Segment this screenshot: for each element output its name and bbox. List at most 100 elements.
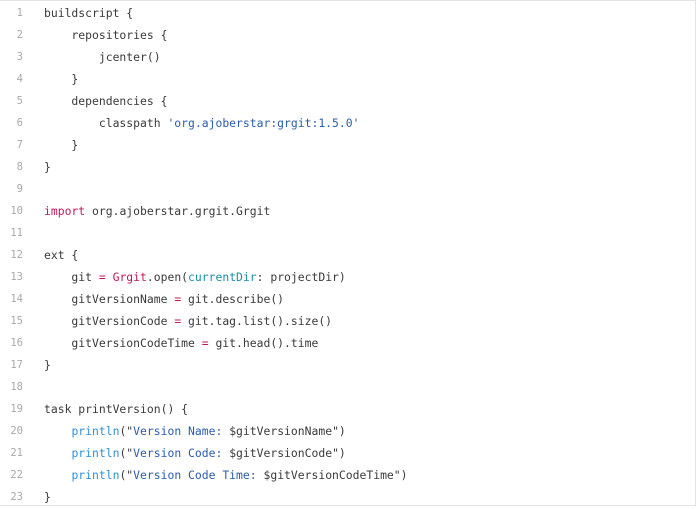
- line-number: 2: [16, 29, 23, 41]
- code-text: println("Version Name: $gitVersionName"): [23, 424, 345, 438]
- line-number: 3: [16, 51, 23, 63]
- code-token: git: [44, 270, 99, 284]
- code-token: $gitVersionCodeTime: [263, 468, 394, 482]
- code-text: classpath 'org.ajoberstar:grgit:1.5.0': [23, 116, 360, 130]
- code-text: dependencies {: [23, 94, 167, 108]
- code-line: 7 }: [0, 134, 695, 156]
- line-number: 9: [16, 183, 23, 195]
- code-line: 3 jcenter(): [0, 46, 695, 68]
- line-number: 14: [10, 293, 23, 305]
- line-number: 12: [10, 249, 23, 261]
- code-line: 11: [0, 222, 695, 244]
- code-line: 18: [0, 376, 695, 398]
- code-token: [44, 446, 71, 460]
- code-text: }: [23, 160, 51, 174]
- code-token: currentDir: [188, 270, 257, 284]
- code-line: 23}: [0, 486, 695, 508]
- code-text: gitVersionCodeTime = git.head().time: [23, 336, 318, 350]
- code-text: jcenter(): [23, 50, 161, 64]
- code-line: 9: [0, 178, 695, 200]
- code-text: }: [23, 490, 51, 504]
- code-token: }: [44, 138, 79, 152]
- code-token: .open(: [146, 270, 189, 284]
- code-token: jcenter(): [44, 50, 161, 64]
- code-token: Grgit: [112, 270, 147, 284]
- code-token: import: [44, 204, 86, 218]
- line-number: 18: [10, 381, 23, 393]
- code-line: 2 repositories {: [0, 24, 695, 46]
- code-token: gitVersionCode: [44, 314, 175, 328]
- code-token: println: [71, 424, 120, 438]
- code-line: 15 gitVersionCode = git.tag.list().size(…: [0, 310, 695, 332]
- code-token: (": [119, 468, 134, 482]
- code-line: 22 println("Version Code Time: $gitVersi…: [0, 464, 695, 486]
- code-text: git = Grgit.open(currentDir: projectDir): [23, 270, 346, 284]
- line-number: 6: [16, 117, 23, 129]
- code-line: 12 ext {: [0, 244, 695, 266]
- code-token: (": [119, 424, 134, 438]
- code-token: =: [174, 314, 182, 328]
- code-token: Version Code:: [133, 446, 230, 460]
- code-token: "): [332, 446, 346, 460]
- line-number: 20: [10, 425, 23, 437]
- line-number: 4: [16, 73, 23, 85]
- code-token: : projectDir): [256, 270, 346, 284]
- code-text: import org.ajoberstar.grgit.Grgit: [23, 204, 270, 218]
- code-line: 21 println("Version Code: $gitVersionCod…: [0, 442, 695, 464]
- code-line: 8}: [0, 156, 695, 178]
- line-number: 15: [10, 315, 23, 327]
- code-token: }: [44, 160, 51, 174]
- code-text: }: [23, 138, 78, 152]
- code-text: gitVersionName = git.describe(): [23, 292, 284, 306]
- code-token: task printVersion() {: [44, 402, 189, 416]
- code-token: }: [44, 490, 51, 504]
- code-text: println("Version Code: $gitVersionCode"): [23, 446, 346, 460]
- code-text: buildscript {: [23, 6, 133, 20]
- code-token: =: [201, 336, 209, 350]
- code-token: gitVersionName: [44, 292, 175, 306]
- code-token: [106, 270, 113, 284]
- line-number: 21: [10, 447, 23, 459]
- line-number: 7: [16, 139, 23, 151]
- code-token: }: [44, 358, 51, 372]
- code-token: println: [71, 446, 120, 460]
- code-line: 4 }: [0, 68, 695, 90]
- line-number: 22: [10, 469, 23, 481]
- code-token: "): [393, 468, 408, 482]
- line-number: 5: [16, 95, 23, 107]
- code-text: ext {: [23, 248, 78, 262]
- line-number: 17: [10, 359, 23, 371]
- code-line: 5 dependencies {: [0, 90, 695, 112]
- code-token: Version Name:: [133, 424, 230, 438]
- code-token: buildscript {: [44, 6, 134, 20]
- code-line: 16 gitVersionCodeTime = git.head().time: [0, 332, 695, 354]
- code-token: classpath: [44, 116, 168, 130]
- code-token: org.ajoberstar.grgit.Grgit: [85, 204, 271, 218]
- code-text: gitVersionCode = git.tag.list().size(): [23, 314, 332, 328]
- code-token: git.describe(): [181, 292, 285, 306]
- code-line: 20 println("Version Name: $gitVersionNam…: [0, 420, 695, 442]
- code-token: dependencies {: [44, 94, 168, 108]
- code-text: repositories {: [23, 28, 167, 42]
- line-number: 16: [10, 337, 23, 349]
- code-token: [44, 468, 71, 482]
- code-token: =: [98, 270, 106, 284]
- code-token: ext {: [44, 248, 79, 262]
- line-number: 11: [10, 227, 23, 239]
- code-token: git.head().time: [208, 336, 319, 350]
- code-line: 19 task printVersion() {: [0, 398, 695, 420]
- code-token: gitVersionCodeTime: [44, 336, 202, 350]
- code-token: git.tag.list().size(): [181, 314, 333, 328]
- code-token: }: [44, 72, 79, 86]
- code-token: Version Code Time:: [133, 468, 264, 482]
- code-line: 13 git = Grgit.open(currentDir: projectD…: [0, 266, 695, 288]
- line-number: 19: [10, 403, 23, 415]
- code-line: 6 classpath 'org.ajoberstar:grgit:1.5.0': [0, 112, 695, 134]
- line-number: 13: [10, 271, 23, 283]
- code-token: (": [119, 446, 134, 460]
- code-line: 17}: [0, 354, 695, 376]
- code-text: }: [23, 72, 78, 86]
